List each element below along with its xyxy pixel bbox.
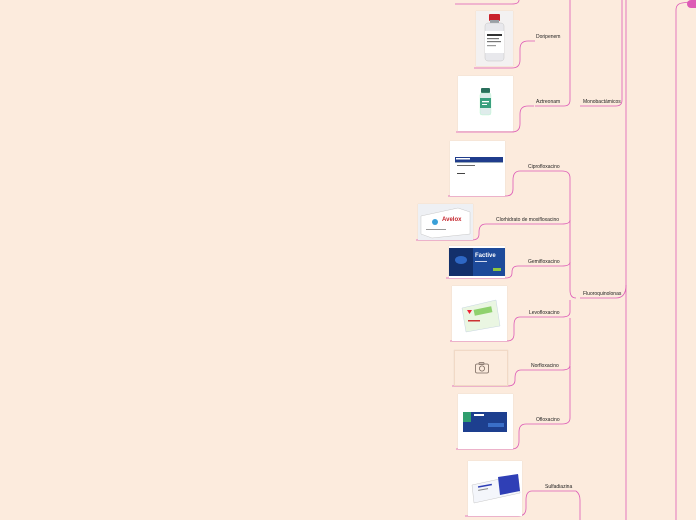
connector-norflox (530, 318, 571, 371)
avelox-brand-text: Avelox (442, 217, 462, 223)
gemifloxacino-box-image[interactable]: Factive (449, 246, 505, 278)
item-label-doripenem[interactable]: Doripenem (536, 34, 561, 40)
levofloxacino-box-image[interactable] (452, 286, 507, 341)
ciprofloxacino-box-image[interactable] (450, 141, 505, 196)
medicine-box-icon (452, 286, 507, 341)
connector-cipro (528, 170, 577, 299)
item-label-aztreonam[interactable]: Aztreonam (536, 99, 561, 105)
connector-cipro-img (448, 170, 528, 197)
ofloxacino-box-image[interactable] (458, 394, 513, 449)
aztreonam-vial-image[interactable] (458, 76, 513, 131)
sulfadiazina-box-image[interactable] (468, 461, 522, 516)
item-label-levofloxacino[interactable]: Levofloxacino (529, 310, 560, 316)
vial-icon (476, 11, 513, 66)
medicine-box-icon: Avelox (418, 204, 473, 240)
connector-norflox-img (452, 369, 530, 387)
moxifloxacino-box-image[interactable]: Avelox (418, 204, 473, 240)
connector-monobactamicos (580, 0, 623, 107)
item-label-moxifloxacino[interactable]: Clorhidrato de moxifloxacino (496, 217, 560, 223)
vial-icon (458, 76, 513, 131)
group-label-monobactamicos[interactable]: Monobactámicos (583, 99, 621, 105)
connector-oflox-img (456, 423, 535, 450)
item-label-sulfadiazina[interactable]: Sulfadiazina (545, 484, 573, 490)
connector-sulfa-out (575, 490, 581, 520)
connector-top-img (455, 0, 520, 5)
connector-levo-img (450, 316, 528, 342)
doripenem-vial-image[interactable] (476, 11, 513, 66)
group-label-fluoroquinolonas[interactable]: Fluoroquinolonas (583, 291, 622, 297)
connector-gemi (527, 261, 571, 267)
connector-fluoroquinolonas (580, 284, 627, 299)
item-label-ofloxacino[interactable]: Ofloxacino (536, 417, 560, 423)
connector-levo (528, 300, 571, 318)
medicine-box-icon (468, 461, 522, 516)
medicine-box-icon: Factive (449, 246, 505, 278)
connector-aztreonam-group (535, 0, 571, 107)
connector-gemi-img (446, 265, 527, 279)
item-label-ciprofloxacino[interactable]: Ciprofloxacino (528, 164, 560, 170)
item-label-norfloxacino[interactable]: Norfloxacino (531, 363, 559, 369)
factive-brand-text: Factive (475, 253, 496, 259)
connector-aztreonam-img (456, 105, 534, 133)
connector-doripenem-img (474, 40, 535, 69)
connector-top (675, 0, 696, 11)
item-label-gemifloxacino[interactable]: Gemifloxacino (528, 259, 560, 265)
norfloxacino-image-placeholder[interactable] (454, 350, 508, 386)
connector-oflox (535, 366, 571, 425)
connector-moxi-img (416, 223, 494, 241)
medicine-box-icon (450, 141, 505, 196)
medicine-box-icon (458, 394, 513, 449)
camera-icon (475, 362, 489, 374)
root-node[interactable] (687, 0, 696, 8)
connector-moxi (494, 219, 571, 225)
